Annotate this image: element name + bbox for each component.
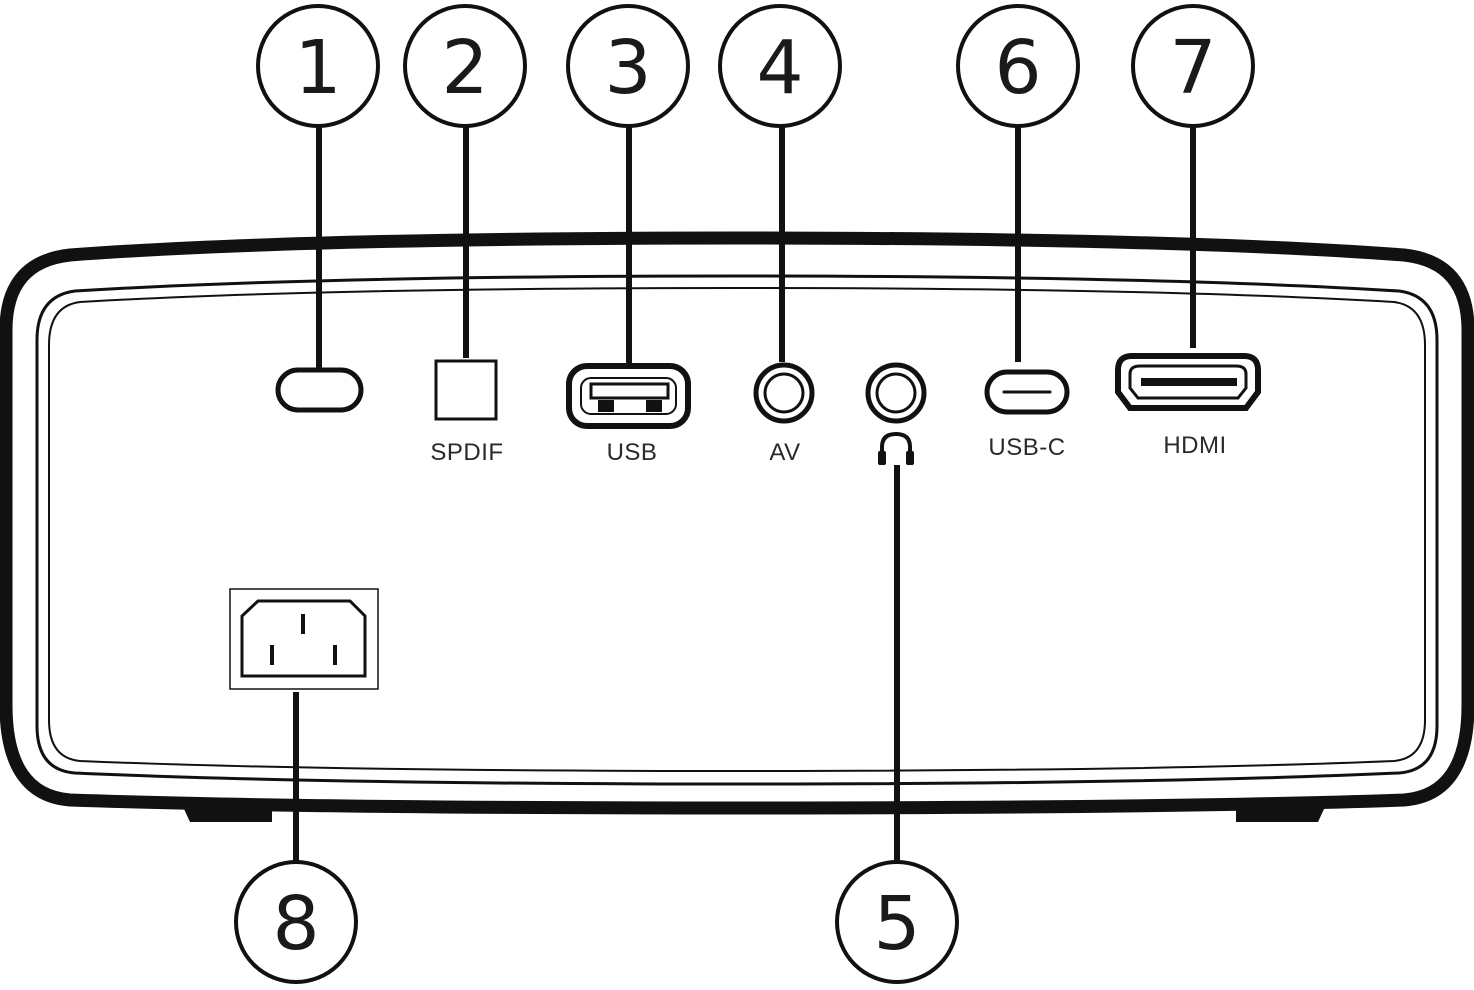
- usb-port: [566, 363, 691, 429]
- callout-8-number: 8: [272, 881, 319, 967]
- headphone-jack: [865, 362, 927, 424]
- usb-c-port: [984, 369, 1070, 415]
- callout-2-number: 2: [441, 25, 488, 111]
- hdmi-port: [1115, 353, 1261, 411]
- callout-2: 2: [403, 4, 527, 128]
- callout-4-number: 4: [756, 25, 803, 111]
- av-jack: [753, 362, 815, 424]
- callout-5: 5: [835, 860, 959, 984]
- projector-body-inner-line: [48, 286, 1426, 773]
- callout-8: 8: [234, 860, 358, 984]
- spdif-label: SPDIF: [430, 439, 503, 466]
- port-1-oval: [275, 367, 364, 413]
- callout-5-number: 5: [873, 881, 920, 967]
- callout-1: 1: [256, 4, 380, 128]
- hdmi-label: HDMI: [1163, 432, 1226, 459]
- callout-6-number: 6: [994, 25, 1041, 111]
- callout-7-number: 7: [1169, 25, 1216, 111]
- headphone-icon: [878, 431, 914, 465]
- callout-6: 6: [956, 4, 1080, 128]
- callout-3-number: 3: [604, 25, 651, 111]
- usb-c-label: USB-C: [988, 434, 1065, 461]
- callout-4: 4: [718, 4, 842, 128]
- projector-body-inner-panel: [35, 274, 1439, 786]
- power-inlet-icon: [229, 588, 379, 690]
- spdif-port: [434, 359, 498, 421]
- av-label: AV: [769, 439, 800, 466]
- callout-1-number: 1: [294, 25, 341, 111]
- callout-3: 3: [566, 4, 690, 128]
- usb-label: USB: [607, 439, 658, 466]
- callout-7: 7: [1131, 4, 1255, 128]
- leader-lines: [293, 126, 1196, 862]
